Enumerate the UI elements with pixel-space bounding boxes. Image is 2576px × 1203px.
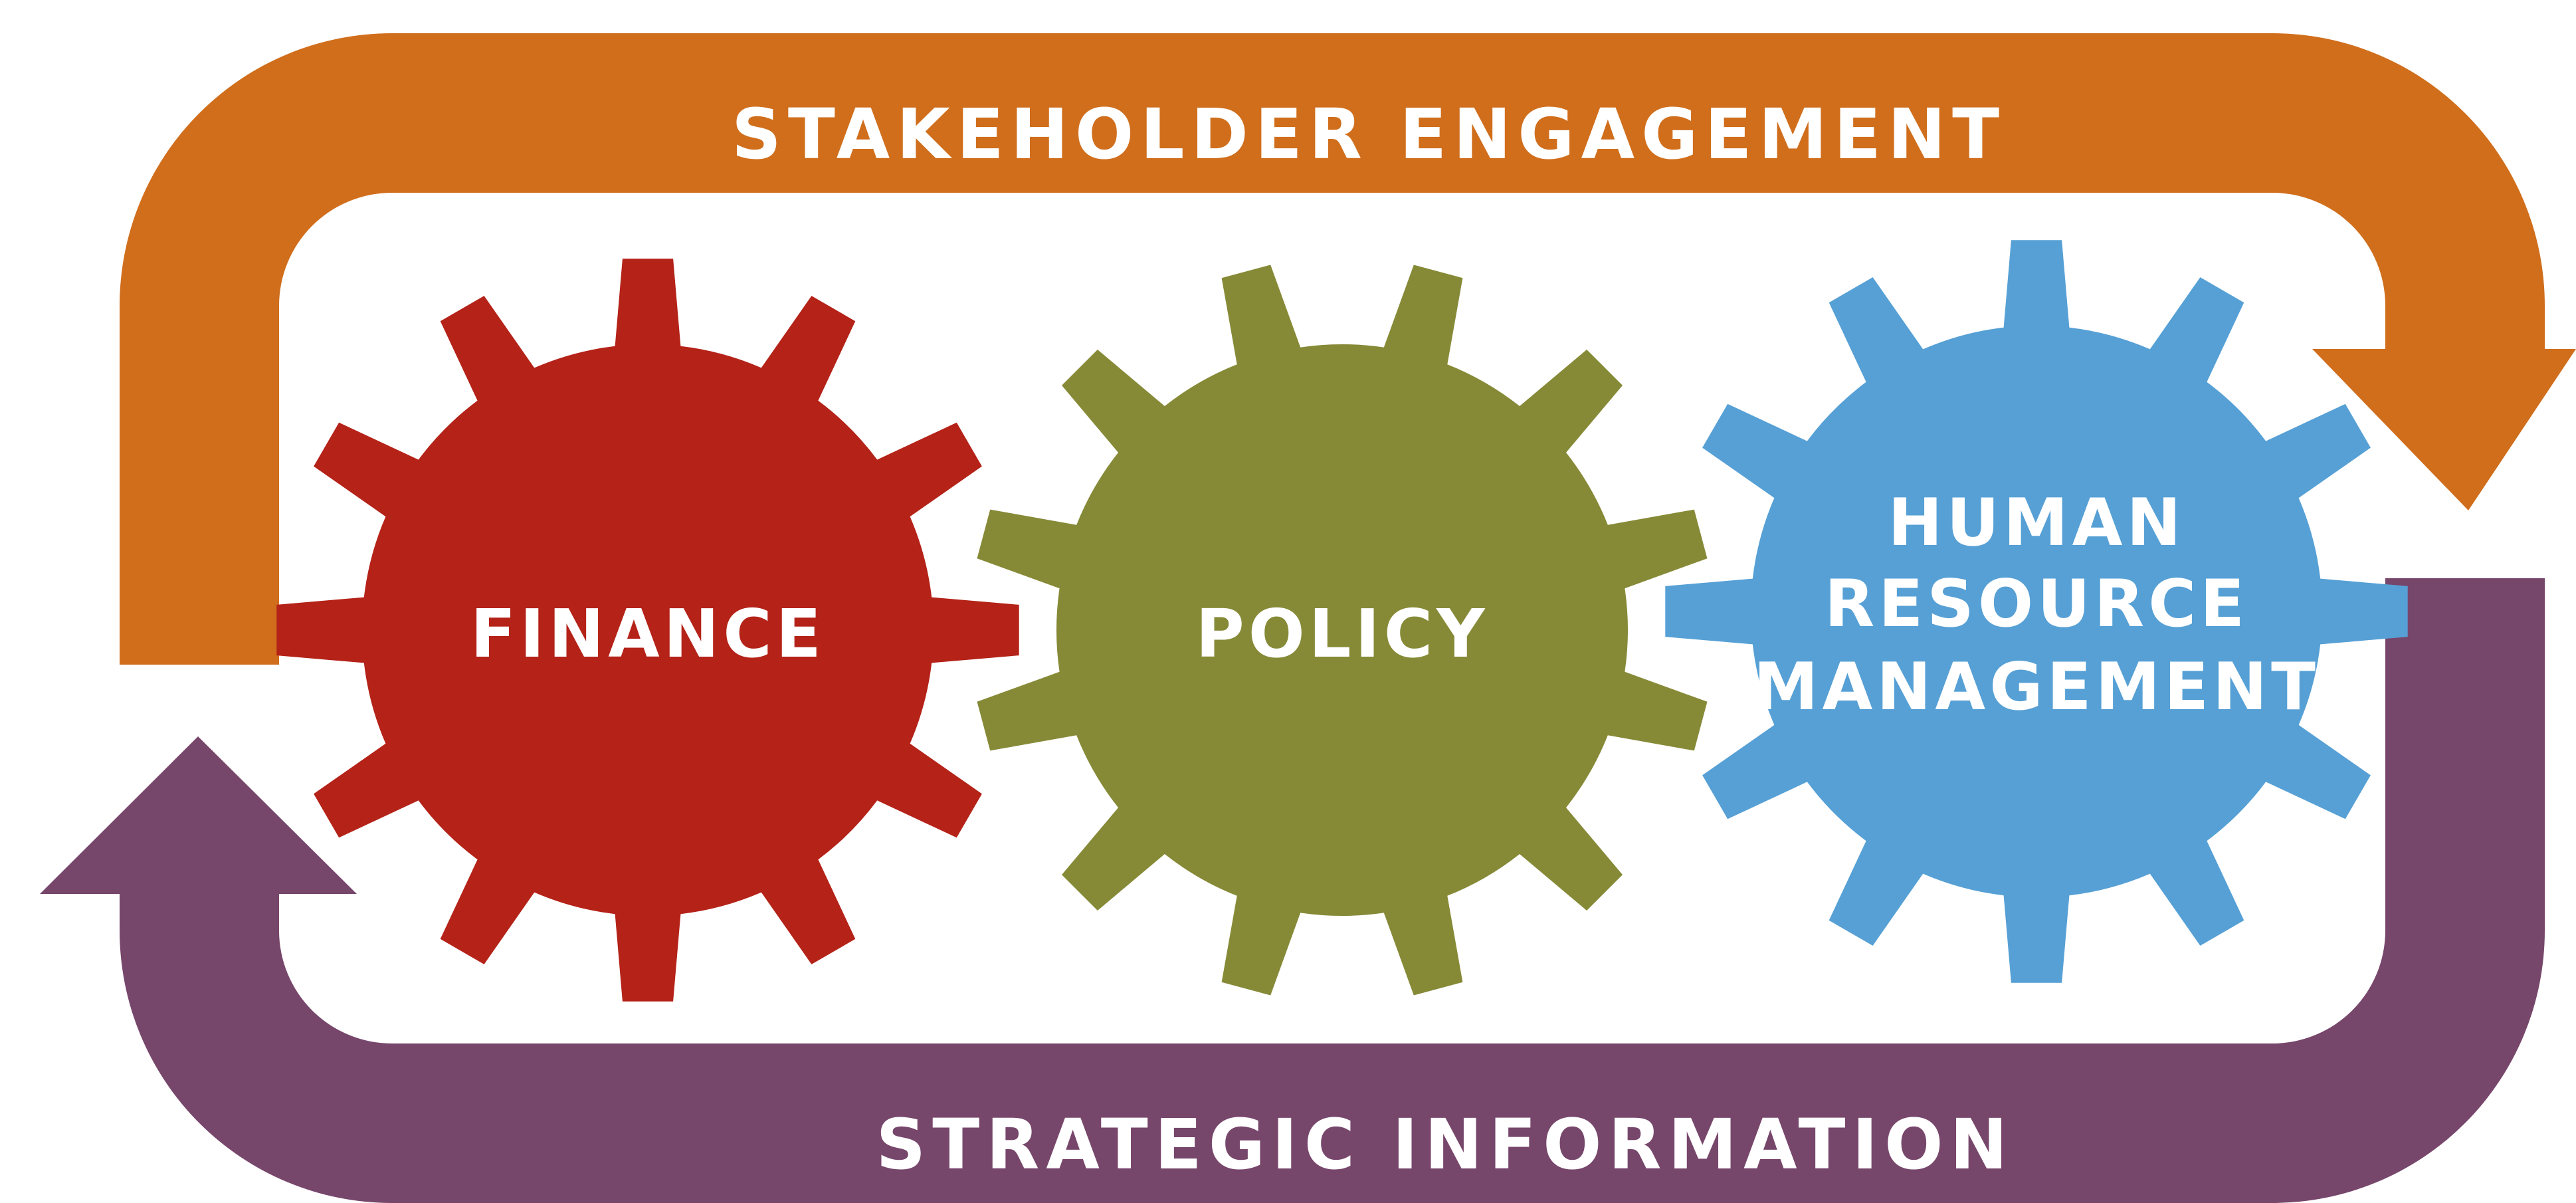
policy-gear-shape <box>977 265 1708 996</box>
policy-gear-label: POLICY <box>1195 595 1488 673</box>
hr-gear-label-line-2: RESOURCE <box>1825 566 2248 642</box>
human-resource-management-gear: HUMAN RESOURCE MANAGEMENT <box>1665 240 2408 983</box>
bottom-loop-band <box>120 578 2545 1203</box>
hr-gear-label-line-1: HUMAN <box>1888 485 2185 561</box>
hr-gear-label-line-3: MANAGEMENT <box>1753 649 2320 725</box>
strategic-information-arrow: STRATEGIC INFORMATION <box>40 578 2545 1203</box>
top-loop-arrowhead <box>2312 349 2576 510</box>
finance-gear-label: FINANCE <box>470 595 825 673</box>
stakeholder-engagement-arrow: STAKEHOLDER ENGAGEMENT <box>120 33 2576 665</box>
top-loop-band <box>120 33 2545 665</box>
policy-gear: POLICY <box>977 265 1708 996</box>
hr-gear-shape <box>1665 240 2408 983</box>
finance-gear-shape <box>276 259 1019 1002</box>
top-loop-label: STAKEHOLDER ENGAGEMENT <box>732 94 2006 175</box>
bottom-loop-arrowhead <box>40 736 357 894</box>
finance-gear: FINANCE <box>276 259 1019 1002</box>
bottom-loop-label: STRATEGIC INFORMATION <box>876 1104 2014 1185</box>
